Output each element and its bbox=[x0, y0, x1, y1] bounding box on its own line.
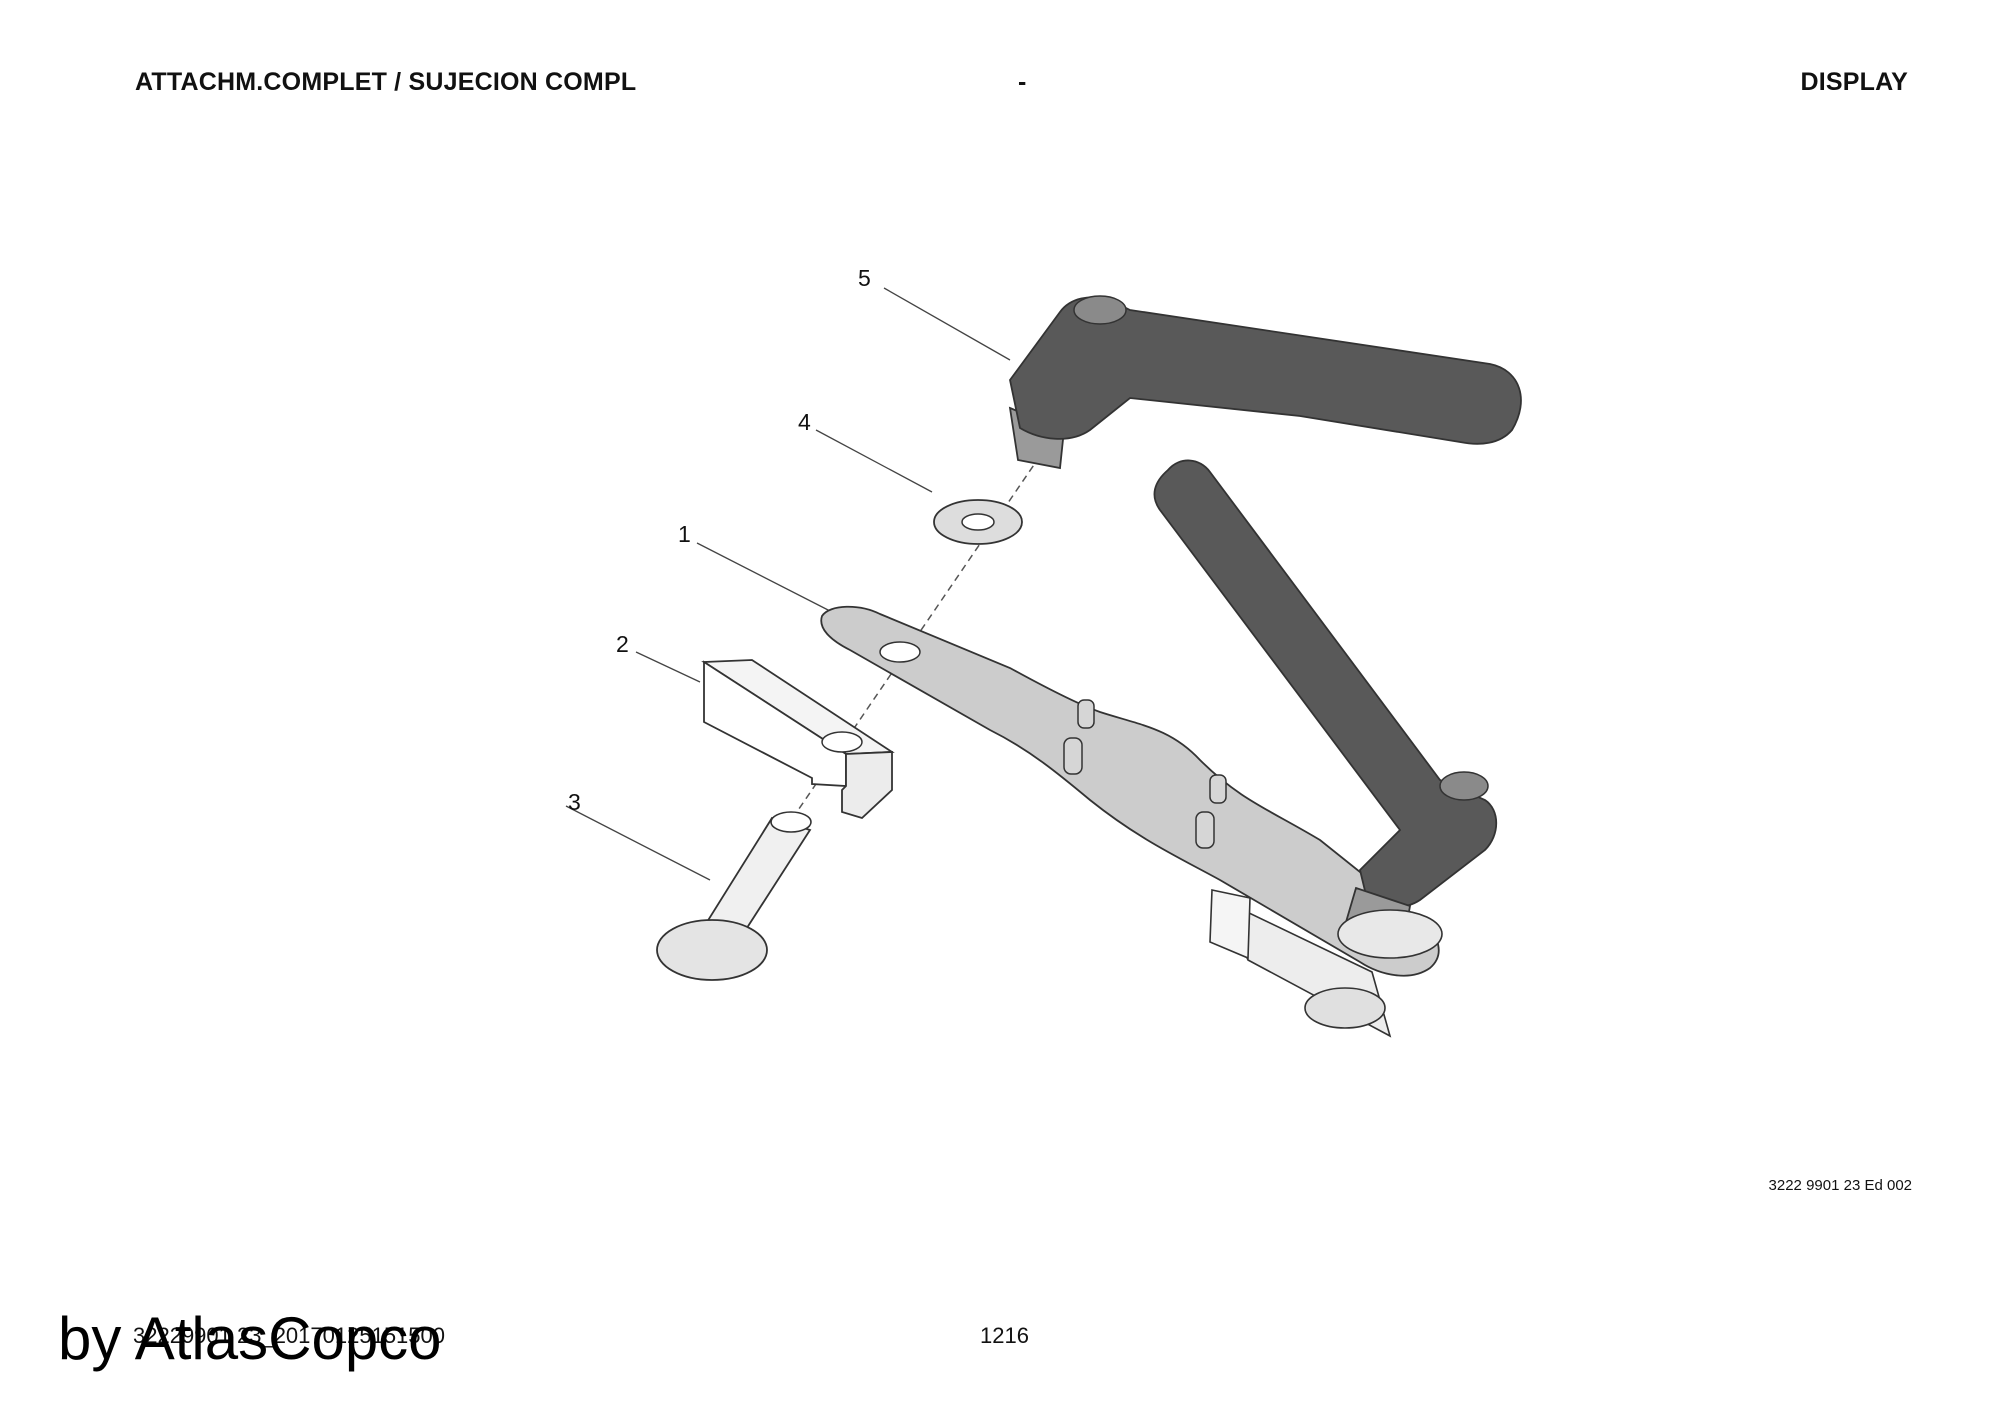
callout-2: 2 bbox=[616, 631, 629, 657]
part-2-clamp-block bbox=[701, 659, 895, 820]
part-4-washer bbox=[933, 499, 1023, 545]
footer-code: 32229901 23_20170125151500 bbox=[133, 1323, 445, 1348]
part-2-clamp-block-assembled bbox=[1209, 889, 1392, 1038]
document-reference: 3222 9901 23 Ed 002 bbox=[1768, 1177, 1912, 1194]
part-5-handle bbox=[1008, 295, 1522, 470]
header-separator: - bbox=[1018, 68, 1027, 96]
callout-4: 4 bbox=[798, 409, 811, 435]
callout-5: 5 bbox=[858, 265, 871, 291]
callout-1: 1 bbox=[678, 521, 691, 547]
section-label: DISPLAY bbox=[1800, 68, 1908, 96]
leader-lines bbox=[565, 287, 1011, 881]
drawing-title: ATTACHM.COMPLET / SUJECION COMPL bbox=[135, 68, 637, 96]
part-5-handle-assembled bbox=[1153, 459, 1498, 959]
part-3-bolt bbox=[656, 811, 812, 981]
watermark-logo-text: by AtlasCopco bbox=[58, 1305, 442, 1372]
callout-3: 3 bbox=[568, 789, 581, 815]
page-number: 1216 bbox=[980, 1323, 1029, 1348]
